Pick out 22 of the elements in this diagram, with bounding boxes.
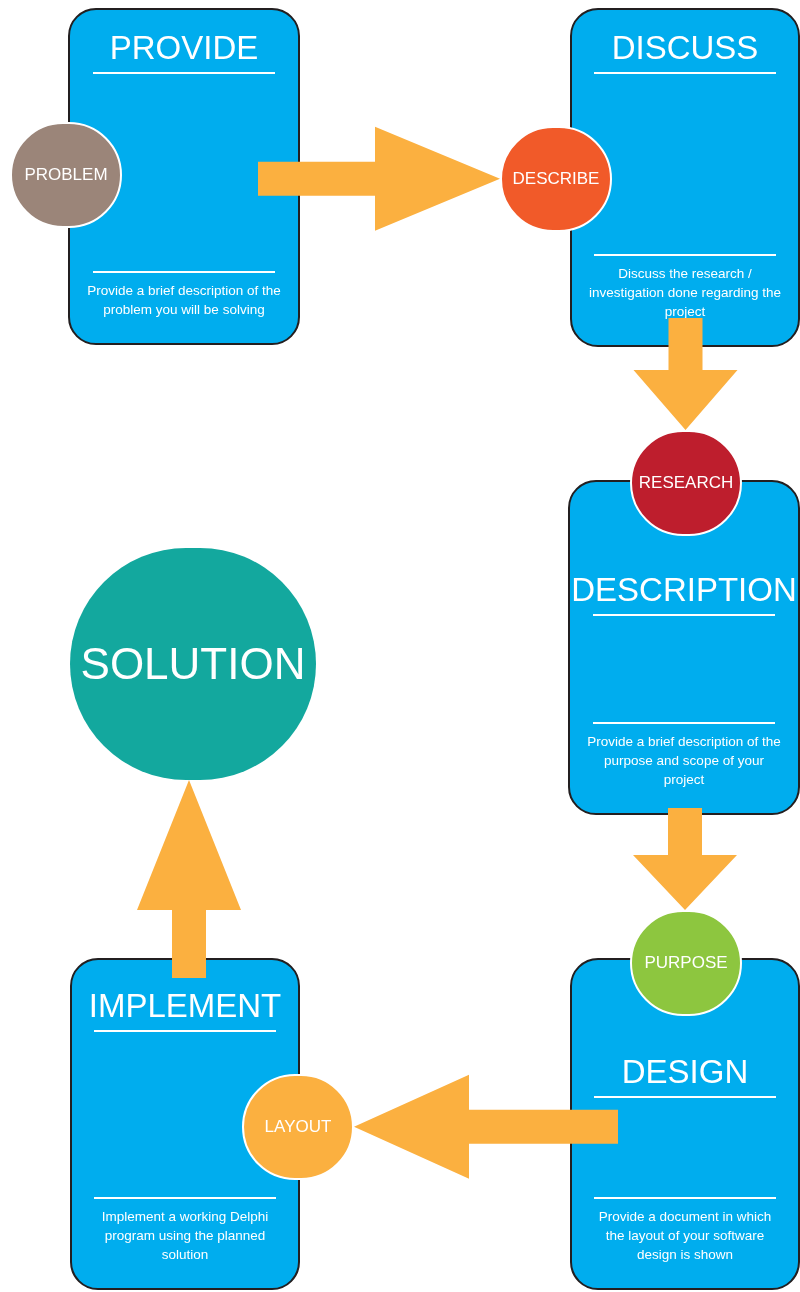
card-title: DISCUSS xyxy=(611,28,759,68)
card-title: IMPLEMENT xyxy=(88,986,282,1026)
circle-label: PURPOSE xyxy=(644,952,728,975)
block-arrow xyxy=(633,318,738,430)
circle-label: SOLUTION xyxy=(80,638,306,690)
card-description: Implement a working Delphi program using the planned solution xyxy=(100,1208,270,1264)
card-description: Provide a brief description of the purpose and scope of your project xyxy=(586,733,782,789)
circle-label: DESCRIBE xyxy=(512,168,600,191)
block-arrow xyxy=(137,780,241,978)
card-title: DESCRIPTION xyxy=(571,570,797,610)
process-card xyxy=(570,958,800,1290)
block-arrow xyxy=(258,126,500,231)
card-title: DESIGN xyxy=(621,1052,749,1092)
circle-label: LAYOUT xyxy=(264,1116,332,1139)
card-description: Discuss the research / investigation done regarding the project xyxy=(587,265,783,321)
block-arrow xyxy=(633,808,737,910)
circle-label: PROBLEM xyxy=(24,164,108,187)
card-title: PROVIDE xyxy=(109,28,259,68)
circle-label: RESEARCH xyxy=(638,472,734,495)
card-description: Provide a document in which the layout of your software design is shown xyxy=(597,1208,773,1264)
card-description: Provide a brief description of the problem you will be solving xyxy=(86,282,282,319)
block-arrow xyxy=(354,1074,618,1179)
